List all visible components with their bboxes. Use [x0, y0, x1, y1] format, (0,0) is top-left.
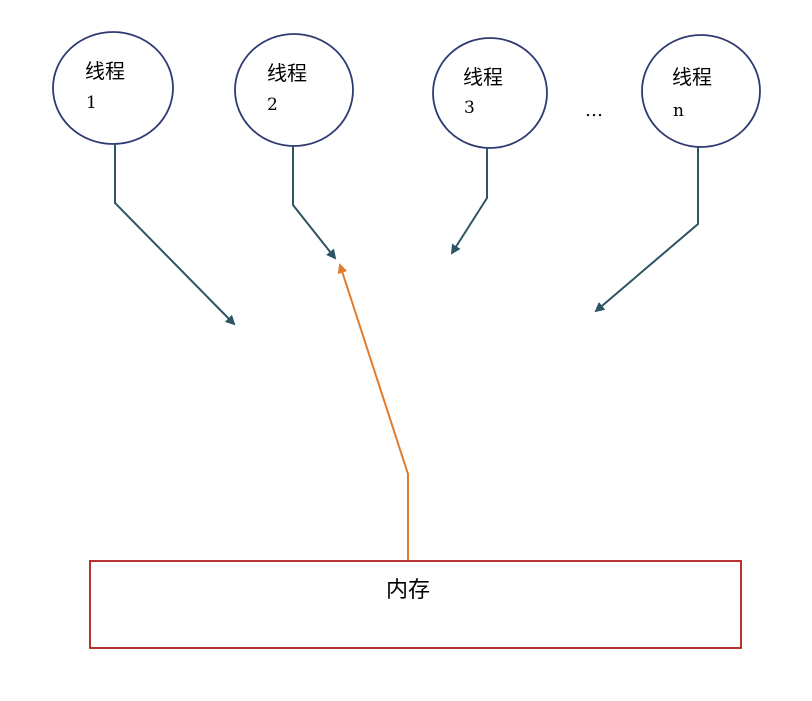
- thread-3-index: 3: [464, 98, 475, 118]
- memory-arrow: [337, 263, 409, 560]
- thread-node-1: 线程 1: [52, 31, 174, 145]
- thread-3-arrow: [450, 148, 488, 255]
- thread-1-arrow: [114, 144, 236, 326]
- thread-3-title: 线程: [463, 65, 503, 89]
- thread-n-arrow: [594, 147, 699, 313]
- thread-1-title: 线程: [85, 59, 125, 83]
- thread-n-index: n: [673, 101, 684, 121]
- thread-2-title: 线程: [267, 61, 307, 85]
- memory-label: 内存: [386, 578, 430, 603]
- ellipsis: …: [585, 100, 603, 121]
- thread-n-title: 线程: [672, 65, 712, 89]
- thread-node-3: 线程 3: [432, 37, 548, 149]
- thread-2-index: 2: [267, 95, 278, 115]
- thread-node-2: 线程 2: [234, 33, 354, 147]
- thread-1-index: 1: [86, 93, 97, 113]
- thread-2-arrow: [292, 146, 337, 260]
- thread-node-n: 线程 n: [641, 34, 761, 148]
- memory-box: 内存: [89, 560, 742, 649]
